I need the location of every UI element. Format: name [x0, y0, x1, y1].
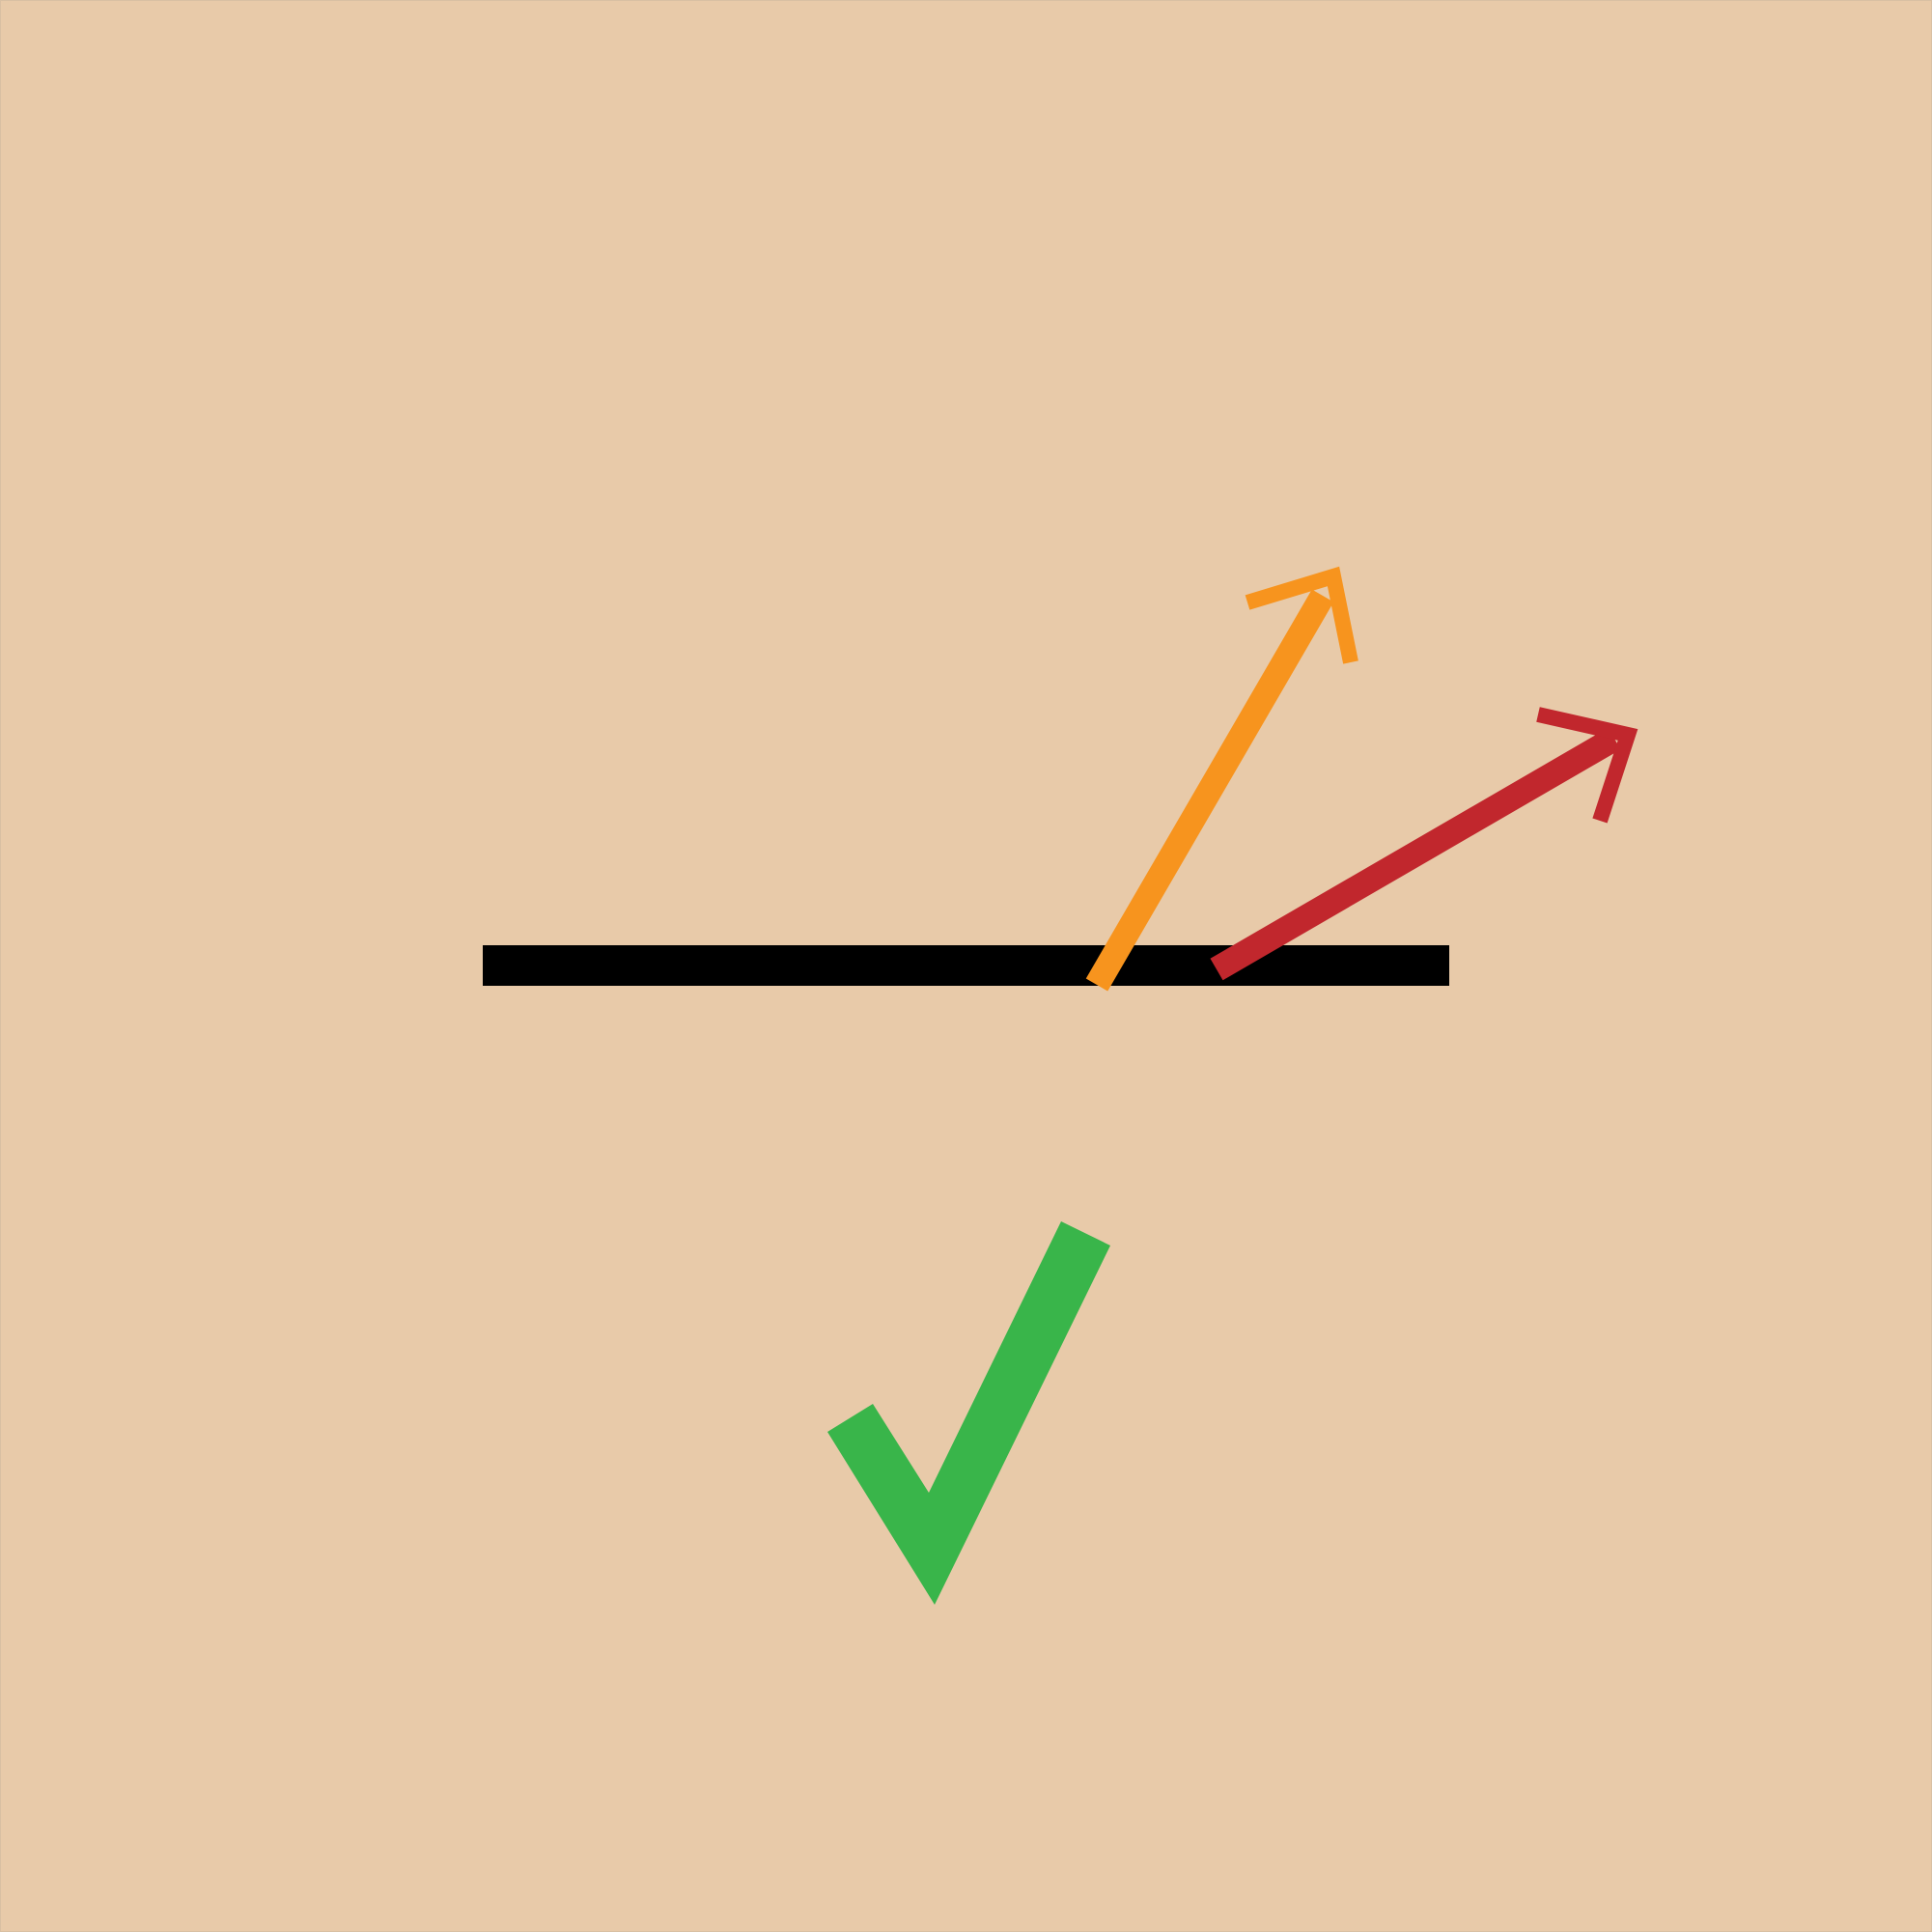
orange-arrow-shaft — [1085, 589, 1334, 992]
horizontal-line — [483, 945, 1449, 986]
orange-arrow-head — [1245, 566, 1358, 664]
checkmark-icon — [827, 1221, 1110, 1605]
red-arrow — [1210, 707, 1638, 981]
red-arrow-head — [1536, 707, 1638, 824]
red-arrow-shaft — [1210, 727, 1621, 981]
orange-arrow — [1085, 566, 1358, 992]
